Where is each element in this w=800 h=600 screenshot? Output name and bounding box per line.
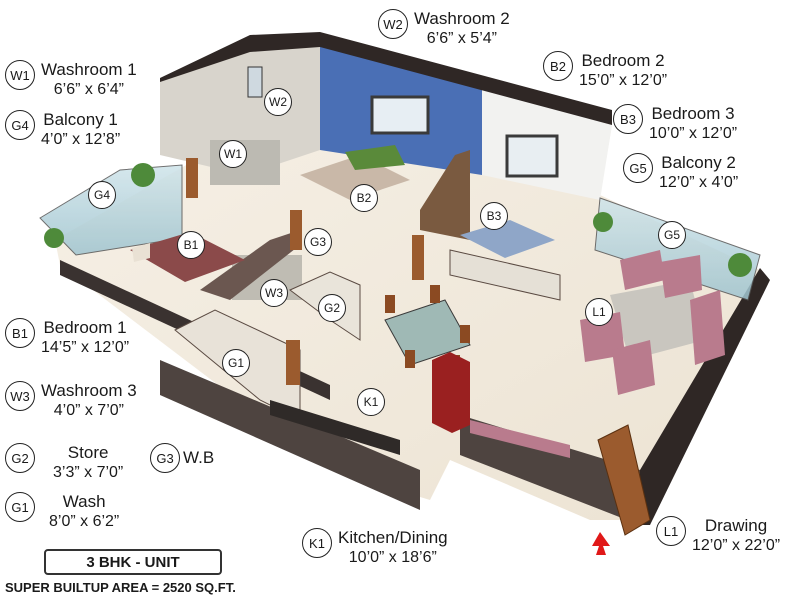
legend-badge: W3 <box>5 381 35 411</box>
room-name: Wash <box>62 492 106 511</box>
legend-bedroom-1: B1 Bedroom 1 14’5” x 12’0” <box>5 318 129 358</box>
legend-badge: W1 <box>5 60 35 90</box>
entry-door <box>597 424 651 536</box>
room-dimensions: 4’0” x 12’8” <box>41 131 121 148</box>
marker-l1: L1 <box>585 298 613 326</box>
legend-badge: G2 <box>5 443 35 473</box>
room-dimensions: 8’0” x 6’2” <box>49 513 120 530</box>
legend-badge: B1 <box>5 318 35 348</box>
outer-wall-wash <box>160 360 420 510</box>
legend-balcony-1: G4 Balcony 1 4’0” x 12’8” <box>5 110 120 150</box>
wall-top-back <box>160 32 612 125</box>
unit-type-label: 3 BHK - UNIT <box>44 549 222 575</box>
door-washroom1 <box>186 158 198 198</box>
entry-arrow-icon <box>592 532 610 555</box>
outer-wall-drawing <box>460 415 640 525</box>
door-bedroom3 <box>412 235 424 280</box>
room-dimensions: 15’0” x 12’0” <box>579 72 668 89</box>
drawing-rug <box>610 280 705 360</box>
super-builtup-area-text: SUPER BUILTUP AREA = 2520 SQ.FT. <box>5 580 236 595</box>
room-dimensions: 10’0” x 12’0” <box>649 125 738 142</box>
room-dimensions: 3’3” x 7’0” <box>53 464 124 481</box>
room-name: Washroom 2 <box>414 9 510 28</box>
floor-slab <box>55 95 760 520</box>
legend-badge: B3 <box>613 104 643 134</box>
room-name: W.B <box>183 448 215 467</box>
window-bedroom3 <box>505 134 559 178</box>
legend-badge: L1 <box>656 516 686 546</box>
marker-g1: G1 <box>222 349 250 377</box>
legend-badge: G3 <box>150 443 180 473</box>
wall-bedroom1-right <box>200 230 300 300</box>
marker-b2: B2 <box>350 184 378 212</box>
wall-bedroom3-front <box>449 249 561 301</box>
outer-wall-right <box>640 268 770 525</box>
legend-kitchen-dining: K1 Kitchen/Dining 10’0” x 18’6” <box>302 528 448 568</box>
door-wash <box>286 340 300 385</box>
legend-badge: G4 <box>5 110 35 140</box>
door-bedroom1 <box>290 210 302 250</box>
legend-balcony-2: G5 Balcony 2 12’0” x 4’0” <box>623 153 738 193</box>
room-name: Balcony 2 <box>661 153 736 172</box>
balcony1-glass <box>39 164 183 256</box>
marker-g5: G5 <box>658 221 686 249</box>
legend-badge: B2 <box>543 51 573 81</box>
bed-icon <box>300 145 410 200</box>
room-dimensions: 6’6” x 6’4” <box>53 81 124 98</box>
room-name: Store <box>67 443 109 462</box>
window-bedroom2 <box>370 95 430 135</box>
legend-wash-basin: G3 W.B <box>150 443 214 473</box>
marker-w2: W2 <box>264 88 292 116</box>
legend-washroom-3: W3 Washroom 3 4’0” x 7’0” <box>5 381 137 421</box>
room-name: Balcony 1 <box>43 110 118 129</box>
room-name: Bedroom 3 <box>651 104 735 123</box>
mirror-washroom2 <box>247 66 263 98</box>
marker-w1: W1 <box>219 140 247 168</box>
marker-b1: B1 <box>177 231 205 259</box>
bed-icon <box>460 220 555 258</box>
marker-g2: G2 <box>318 294 346 322</box>
room-name: Drawing <box>704 516 768 535</box>
wall-bedroom3-left <box>420 150 470 240</box>
legend-badge: G5 <box>623 153 653 183</box>
room-dimensions: 4’0” x 7’0” <box>53 402 124 419</box>
room-name: Bedroom 1 <box>43 318 127 337</box>
legend-store: G2 Store 3’3” x 7’0” <box>5 443 123 483</box>
room-name: Washroom 3 <box>41 381 137 400</box>
legend-bedroom-3: B3 Bedroom 3 10’0” x 12’0” <box>613 104 737 144</box>
marker-g3: G3 <box>304 228 332 256</box>
legend-badge: K1 <box>302 528 332 558</box>
room-dimensions: 12’0” x 22’0” <box>692 537 781 554</box>
room-dimensions: 12’0” x 4’0” <box>659 174 739 191</box>
marker-g4: G4 <box>88 181 116 209</box>
fridge-icon <box>432 352 470 433</box>
plant-icon <box>44 163 752 277</box>
marker-w3: W3 <box>260 279 288 307</box>
marker-k1: K1 <box>357 388 385 416</box>
marker-b3: B3 <box>480 202 508 230</box>
room-dimensions: 14’5” x 12’0” <box>41 339 130 356</box>
kitchen-counter <box>270 400 400 455</box>
balcony2-glass <box>594 197 761 301</box>
tv-unit <box>470 420 570 458</box>
room-dimensions: 10’0” x 18’6” <box>348 549 437 566</box>
legend-bedroom-2: B2 Bedroom 2 15’0” x 12’0” <box>543 51 667 91</box>
legend-badge: G1 <box>5 492 35 522</box>
legend-drawing: L1 Drawing 12’0” x 22’0” <box>656 516 780 556</box>
room-dimensions: 6’6” x 5’4” <box>426 30 497 47</box>
room-name: Bedroom 2 <box>581 51 665 70</box>
sofa-icon <box>580 250 725 395</box>
legend-washroom-2: W2 Washroom 2 6’6” x 5’4” <box>378 9 510 49</box>
legend-wash: G1 Wash 8’0” x 6’2” <box>5 492 119 532</box>
legend-washroom-1: W1 Washroom 1 6’6” x 6’4” <box>5 60 137 100</box>
room-name: Washroom 1 <box>41 60 137 79</box>
room-name: Kitchen/Dining <box>338 528 448 547</box>
legend-badge: W2 <box>378 9 408 39</box>
